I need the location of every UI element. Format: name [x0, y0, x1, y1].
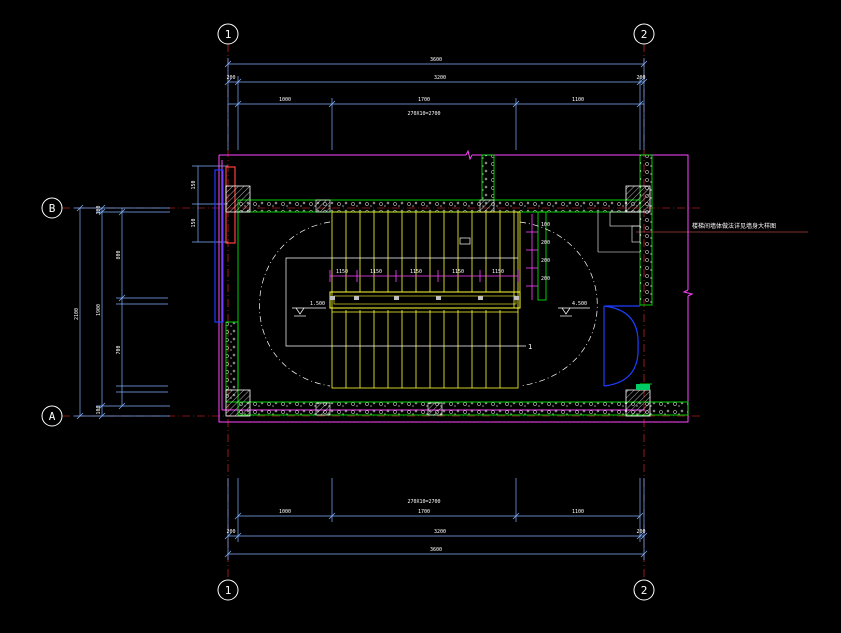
dim-bottom-sub-mid: 3200 — [434, 529, 446, 535]
grid-label-B: B — [49, 202, 56, 215]
dim-top-sub-left: 200 — [226, 75, 235, 81]
turning-zone-oval — [259, 221, 598, 387]
dim-bottom-sub-left: 200 — [226, 529, 235, 535]
grid-bubble-1-bottom: 1 — [217, 579, 239, 601]
stair-span-2: 1150 — [370, 269, 382, 275]
level-label-left: 1.500 — [310, 301, 325, 307]
level-mark-right — [558, 307, 590, 317]
grid-label-A: A — [49, 410, 56, 423]
grid-label-2-top: 2 — [641, 28, 648, 41]
grid-label-1-bottom: 1 — [225, 584, 232, 597]
entry-door — [603, 305, 640, 387]
dim-bottom-seg-mid: 1700 — [418, 509, 430, 515]
dim-top-overall: 3600 — [430, 57, 442, 63]
dim-top-sub-right: 200 — [636, 75, 645, 81]
dim-top-seg-mid: 1700 — [418, 97, 430, 103]
stair-arrows — [285, 237, 526, 347]
side-mark-4: 200 — [541, 276, 550, 282]
dim-left-sub: 1900 — [96, 304, 102, 316]
grid-bubble-2-bottom: 2 — [633, 579, 655, 601]
grid-label-1-top: 1 — [225, 28, 232, 41]
walls — [225, 154, 689, 416]
callout-leader — [631, 225, 808, 243]
grid-label-2-bottom: 2 — [641, 584, 648, 597]
level-mark-left — [292, 307, 326, 317]
dim-left-overall: 2100 — [74, 308, 80, 320]
dim-top-seg-left: 1000 — [279, 97, 291, 103]
dim-top-step-note: 270X10=2700 — [407, 111, 440, 117]
dim-left-seg2: 700 — [116, 345, 122, 354]
stair-span-3: 1150 — [410, 269, 422, 275]
dim-top-sub-mid: 3200 — [434, 75, 446, 81]
stair-span-1: 1150 — [336, 269, 348, 275]
dim-left-top: 100 — [96, 205, 102, 214]
stair-span-4: 1150 — [452, 269, 464, 275]
dim-bottom-seg-left: 1000 — [279, 509, 291, 515]
stair-span-dims — [329, 214, 538, 300]
stair-span-5: 1150 — [492, 269, 504, 275]
dim-left-bottom: 100 — [96, 405, 102, 414]
columns — [225, 185, 651, 417]
grid-bubble-B: B — [41, 197, 63, 219]
side-mark-1: 100 — [541, 222, 550, 228]
dim-bottom-overall: 3600 — [430, 547, 442, 553]
left-dimensions — [74, 204, 170, 420]
grid-bubble-2-top: 2 — [633, 23, 655, 45]
dim-bottom-sub-right: 200 — [636, 529, 645, 535]
dim-left-seg1: 800 — [116, 250, 122, 259]
dim-window-2: 150 — [191, 218, 197, 227]
callout-text: 楼梯间墙体做法详见墙身大样图 — [692, 222, 776, 230]
riser-label: 1 — [528, 343, 532, 351]
dim-bottom-seg-right: 1100 — [572, 509, 584, 515]
dim-bottom-step-note: 270X10=2700 — [407, 499, 440, 505]
dim-window-1: 150 — [191, 180, 197, 189]
grid-bubble-A: A — [41, 405, 63, 427]
bottom-dimensions — [224, 478, 648, 560]
side-mark-3: 200 — [541, 258, 550, 264]
grid-bubble-1-top: 1 — [217, 23, 239, 45]
top-dimensions — [224, 58, 648, 150]
dim-top-seg-right: 1100 — [572, 97, 584, 103]
stair-posts — [330, 296, 519, 300]
level-label-right: 4.500 — [572, 301, 587, 307]
side-mark-2: 200 — [541, 240, 550, 246]
